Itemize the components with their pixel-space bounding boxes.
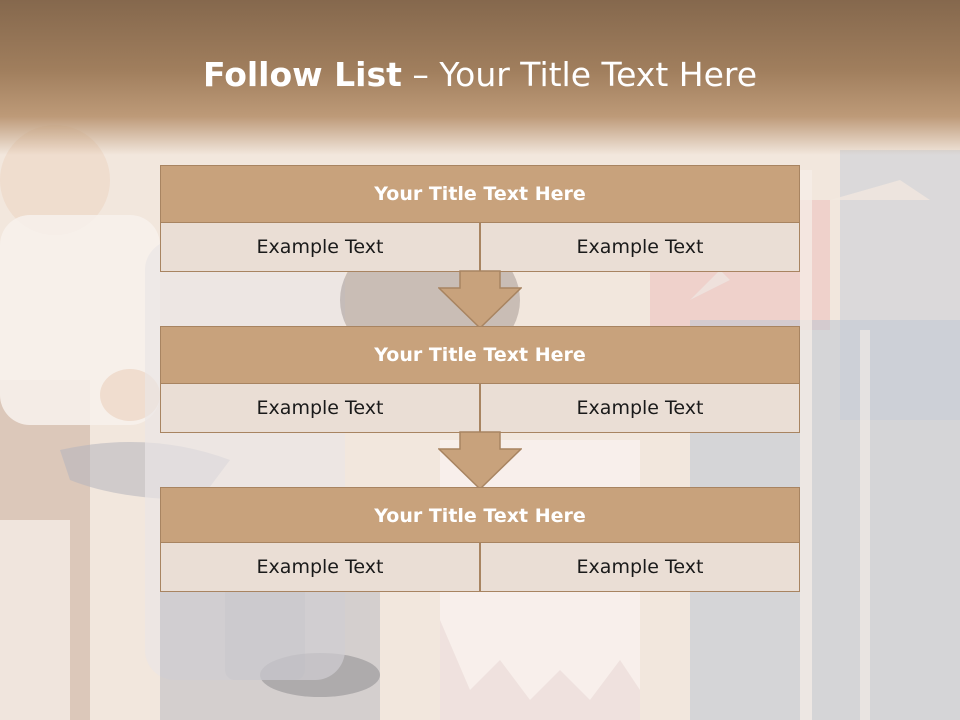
step-cell-left: Example Text xyxy=(160,383,480,433)
slide-title: Follow List – Your Title Text Here xyxy=(0,52,960,98)
slide-title-bold: Follow List xyxy=(202,55,402,94)
slide-title-rest: – Your Title Text Here xyxy=(401,55,758,94)
step-cell-right: Example Text xyxy=(480,222,800,272)
down-arrow-icon xyxy=(438,431,522,491)
step-title: Your Title Text Here xyxy=(160,487,800,545)
step-cell-right: Example Text xyxy=(480,383,800,433)
step-cell-left: Example Text xyxy=(160,542,480,592)
step-cell-right: Example Text xyxy=(480,542,800,592)
header-band xyxy=(0,0,960,155)
step-box-3: Your Title Text Here Example Text Exampl… xyxy=(160,487,800,593)
step-title: Your Title Text Here xyxy=(160,165,800,223)
step-box-2: Your Title Text Here Example Text Exampl… xyxy=(160,326,800,433)
down-arrow-icon xyxy=(438,270,522,330)
step-box-1: Your Title Text Here Example Text Exampl… xyxy=(160,165,800,272)
step-cell-left: Example Text xyxy=(160,222,480,272)
step-title: Your Title Text Here xyxy=(160,326,800,384)
